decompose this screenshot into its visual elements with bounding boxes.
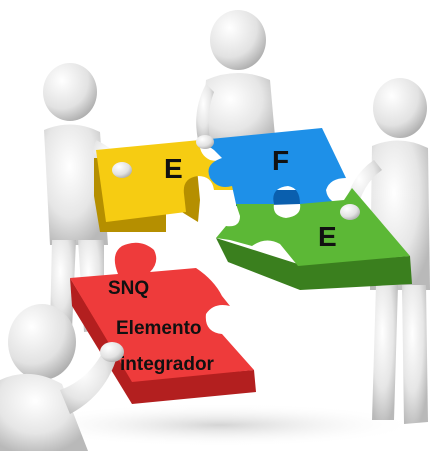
figure-hand-back-left xyxy=(112,162,132,178)
figure-leg-right xyxy=(402,285,428,424)
figure-body xyxy=(44,124,108,245)
figure-arm xyxy=(60,350,116,414)
figure-body xyxy=(200,73,276,148)
puzzle-piece-yellow-top xyxy=(96,140,236,222)
figure-head xyxy=(8,304,76,380)
puzzle-piece-red-side xyxy=(70,278,132,404)
piece-label-red-line2: Elemento xyxy=(116,318,202,339)
figure-front-left xyxy=(0,304,124,451)
figure-back-center xyxy=(196,10,276,148)
figure-hand-back-right xyxy=(340,204,360,220)
floor-shadow xyxy=(20,403,420,447)
piece-label-red-line3: integrador xyxy=(120,354,215,375)
figure-head xyxy=(43,63,97,121)
figure-hand-back-center xyxy=(196,135,214,149)
puzzle-piece-green-top xyxy=(216,188,410,266)
piece-label-green: E xyxy=(318,221,337,252)
figure-hand xyxy=(100,342,124,362)
piece-label-yellow: E xyxy=(164,153,183,184)
puzzle-piece-blue: F xyxy=(200,128,346,206)
figure-leg-left xyxy=(372,285,398,420)
figure-leg-left xyxy=(50,240,76,330)
figure-body xyxy=(0,373,88,451)
puzzle-piece-yellow: E xyxy=(94,140,236,232)
puzzle-piece-green: E xyxy=(216,188,412,290)
figure-back-right xyxy=(344,78,430,424)
piece-label-red-line1: SNQ xyxy=(108,278,149,299)
piece-label-blue: F xyxy=(272,145,289,176)
figure-head xyxy=(373,78,427,138)
figure-arm-left xyxy=(196,84,214,140)
figure-head xyxy=(210,10,266,70)
puzzle-piece-blue-top xyxy=(200,128,346,204)
